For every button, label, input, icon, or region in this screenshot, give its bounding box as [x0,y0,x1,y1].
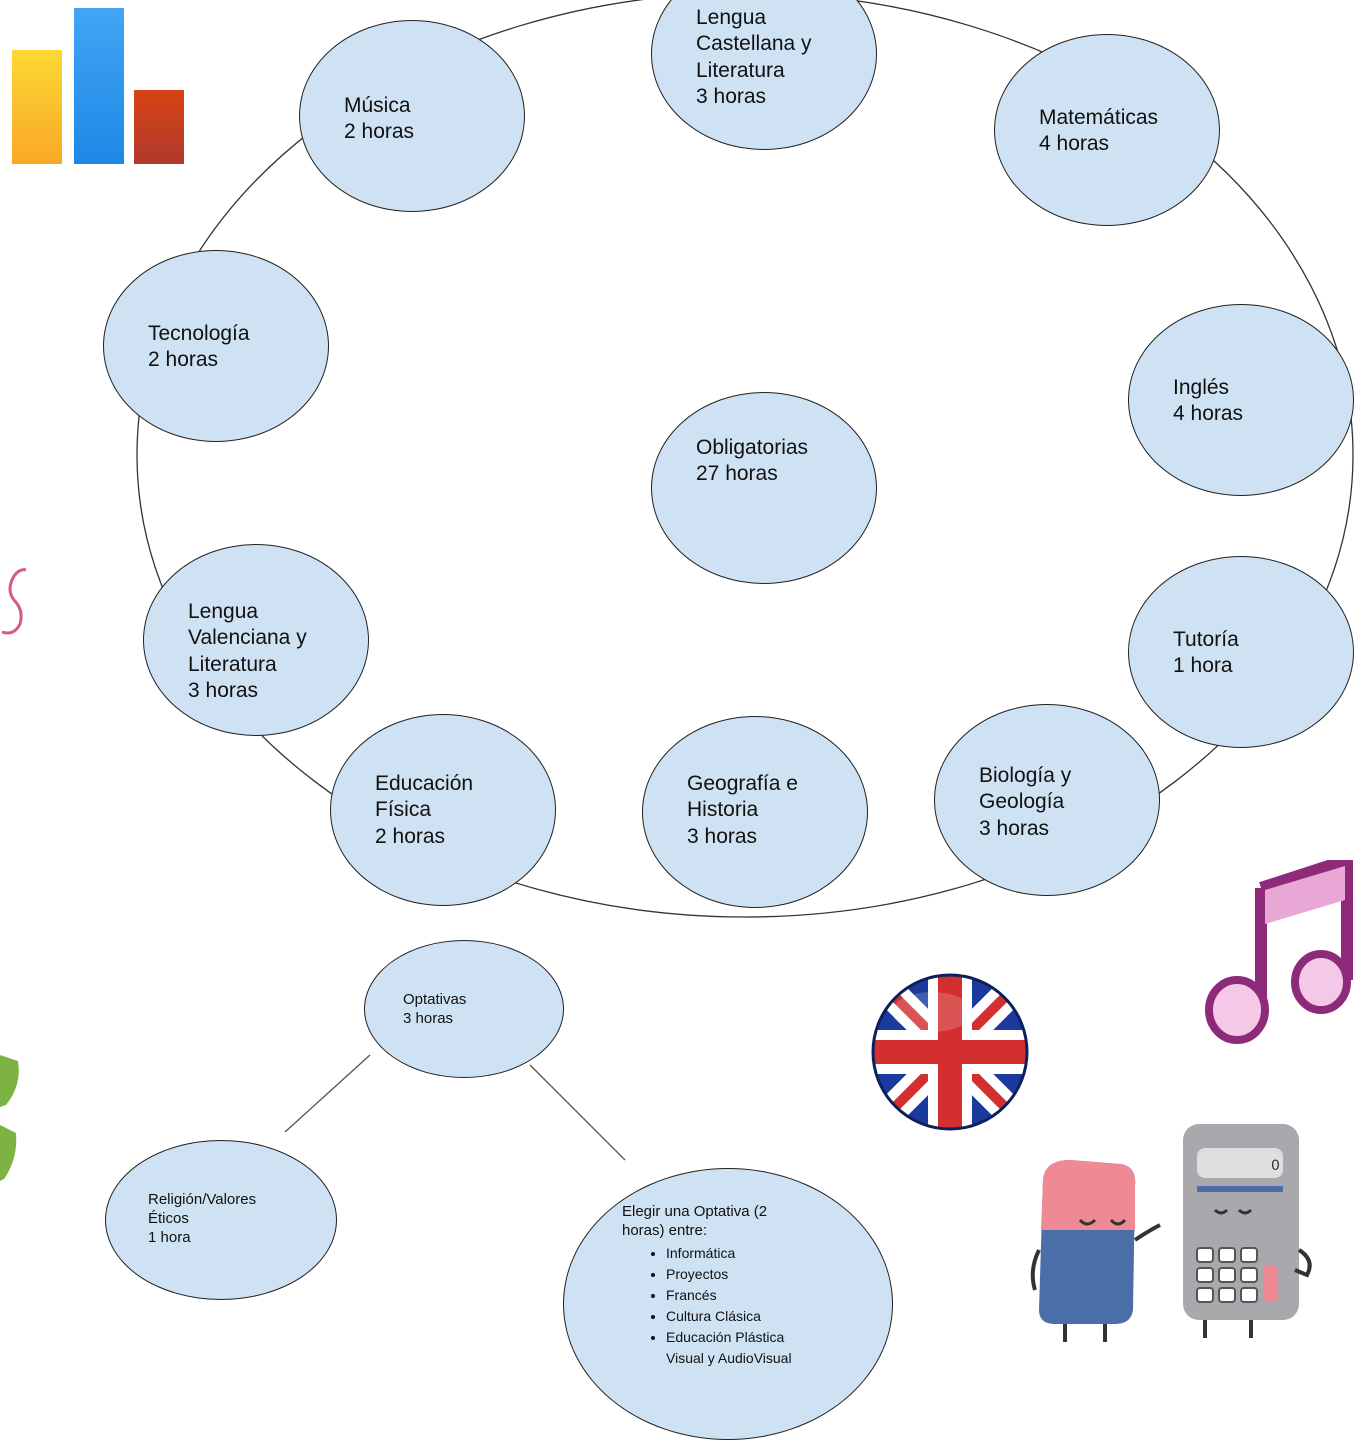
center-hours: 27 horas [696,462,778,486]
bubble-text: Música 2 horas [344,93,414,146]
bubble-text: Elegir una Optativa (2 horas) entre: Inf… [622,1203,792,1369]
elective-intro-line: horas) entre: [622,1221,708,1239]
subject-line: Biología y [979,764,1072,787]
script-glyph-decoration [0,560,30,640]
bubble-text: Religión/Valores Éticos 1 hora [148,1191,256,1247]
bubble-religion-valores: Religión/Valores Éticos 1 hora [105,1140,337,1300]
bubble-tecnologia: Tecnología 2 horas [103,250,329,442]
subject-hours: 2 horas [148,348,219,372]
elective-options-list: Informática Proyectos Francés Cultura Cl… [622,1243,792,1348]
bubble-educacion-fisica: Educación Física 2 horas [330,714,556,906]
subject-line: Valenciana y [188,626,307,650]
elective-intro-line: Elegir una Optativa (2 [622,1203,768,1220]
subject-line: Tutoría [1173,628,1239,651]
connector-optativas-elective [529,1064,626,1161]
bubble-text: Matemáticas 4 horas [1039,105,1158,158]
svg-text:0: 0 [1271,1158,1280,1174]
subject-line: Literatura [188,652,277,676]
subject-hours: 2 horas [344,120,415,144]
optativas-hours: 3 horas [403,1009,454,1027]
bubble-text: Obligatorias 27 horas [696,435,808,488]
elective-option: Proyectos [666,1264,792,1285]
bar-blue [74,8,124,164]
bubble-text: Lengua Valenciana y Literatura 3 horas [188,599,307,704]
religion-hours: 1 hora [148,1228,191,1246]
bubble-lengua-valenciana: Lengua Valenciana y Literatura 3 horas [143,544,369,736]
subject-line: Educación [375,772,474,795]
elective-option: Educación Plástica [666,1327,792,1348]
subject-hours: 2 horas [375,824,446,848]
elective-option-continuation: Visual y AudioVisual [666,1349,792,1366]
elective-option: Cultura Clásica [666,1306,792,1327]
leaf-icon [0,1055,22,1185]
bubble-text: Biología y Geología 3 horas [979,763,1071,842]
religion-line: Éticos [148,1209,189,1227]
subject-hours: 3 horas [696,84,767,108]
subject-line: Geología [979,790,1065,814]
bubble-text: Optativas 3 horas [403,991,466,1029]
subject-hours: 1 hora [1173,654,1233,678]
subject-hours: 3 horas [188,678,259,702]
main-ring [136,0,1354,918]
subject-line: Música [344,94,411,117]
bubble-elegir-optativa: Elegir una Optativa (2 horas) entre: Inf… [563,1168,893,1440]
bubble-matematicas: Matemáticas 4 horas [994,34,1220,226]
bubble-tutoria: Tutoría 1 hora [1128,556,1354,748]
bar-chart-icon [12,8,187,166]
bubble-biologia: Biología y Geología 3 horas [934,704,1160,896]
subject-line: Lengua [696,6,767,29]
subject-line: Matemáticas [1039,106,1159,129]
music-note-icon [1205,851,1355,1050]
subject-hours: 3 horas [979,816,1050,840]
bubble-geografia: Geografía e Historia 3 horas [642,716,868,908]
center-title: Obligatorias [696,436,809,459]
bubble-text: Inglés 4 horas [1173,375,1243,428]
bubble-text: Tecnología 2 horas [148,321,250,374]
subject-hours: 3 horas [687,824,758,848]
subject-line: Historia [687,798,759,822]
optativas-title: Optativas [403,991,467,1008]
elective-option: Francés [666,1285,792,1306]
bubble-optativas: Optativas 3 horas [364,940,564,1078]
bubble-ingles: Inglés 4 horas [1128,304,1354,496]
subject-line: Física [375,798,432,822]
bubble-obligatorias: Obligatorias 27 horas [651,392,877,584]
bubble-text: Tutoría 1 hora [1173,627,1239,680]
bubble-text: Geografía e Historia 3 horas [687,771,798,850]
bubble-lengua-castellana: Lengua Castellana y Literatura 3 horas [651,0,877,150]
subject-line: Inglés [1173,376,1230,399]
subject-hours: 4 horas [1173,402,1244,426]
religion-line: Religión/Valores [148,1191,257,1208]
bubble-text: Lengua Castellana y Literatura 3 horas [696,5,812,110]
bubble-musica: Música 2 horas [299,20,525,212]
subject-line: Lengua [188,600,259,623]
subject-line: Castellana y [696,32,812,56]
elective-option: Informática [666,1243,792,1264]
bar-yellow [12,50,62,164]
bubble-text: Educación Física 2 horas [375,771,473,850]
subject-hours: 4 horas [1039,132,1110,156]
subject-line: Geografía e [687,772,798,795]
connector-optativas-religion [284,1054,371,1133]
subject-line: Literatura [696,58,785,82]
uk-flag-icon [870,972,1030,1132]
bar-red [134,90,184,164]
subject-line: Tecnología [148,322,250,345]
eraser-calculator-illustration: 0 [1025,1120,1315,1350]
